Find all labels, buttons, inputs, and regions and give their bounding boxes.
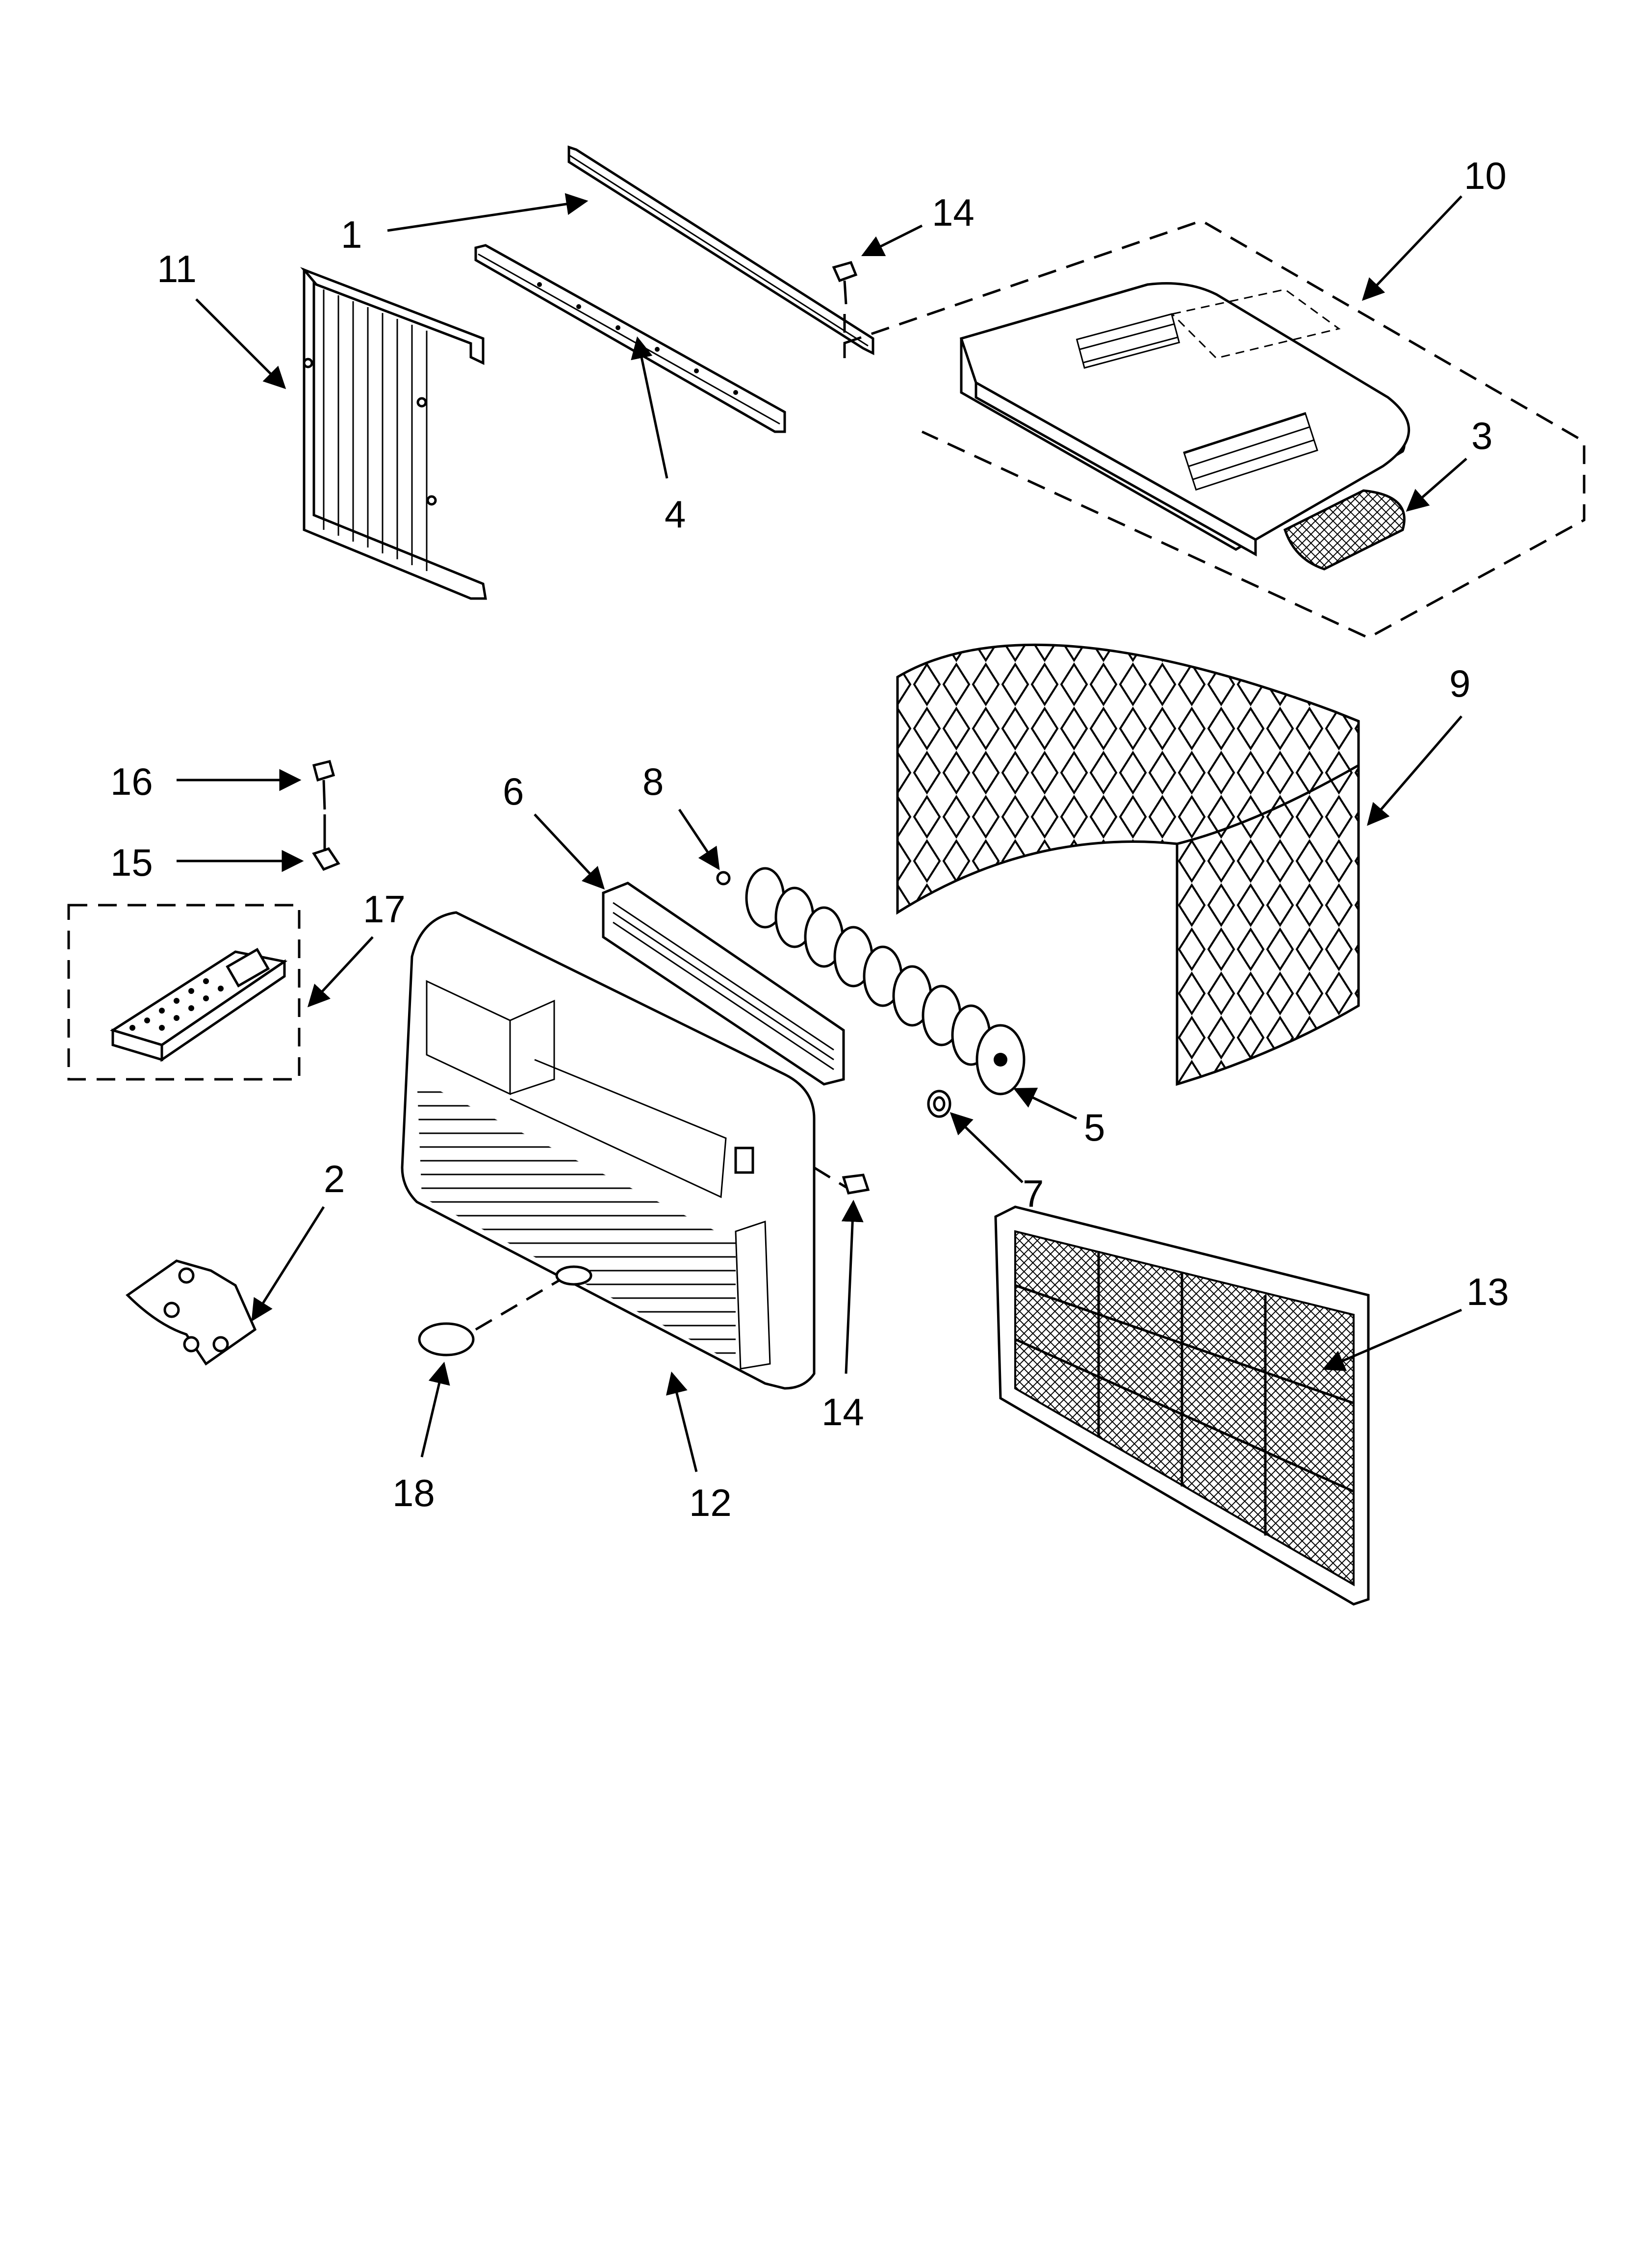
part-8-bushing [716, 871, 731, 886]
part-15-clip [312, 814, 340, 871]
part-6-louvre [602, 882, 845, 1086]
callout-2: 2 [324, 1157, 345, 1200]
part-14-screw-front [813, 1166, 870, 1195]
part-16-screw [312, 759, 335, 810]
callout-9: 9 [1449, 662, 1470, 705]
callout-6: 6 [503, 770, 524, 813]
part-9-mesh-screen [896, 643, 1360, 1086]
part-2-bracket [126, 1259, 257, 1366]
callout-14-top: 14 [932, 191, 975, 234]
part-12-front-grille [401, 911, 816, 1390]
callout-17: 17 [363, 887, 406, 931]
leader-arrows [177, 193, 1467, 1472]
part-5-blower-wheel [745, 867, 1026, 1095]
callout-11: 11 [157, 247, 197, 290]
part-17-remote-control [67, 904, 301, 1081]
part-1-top-rail [567, 145, 874, 356]
callout-14-front: 14 [821, 1390, 864, 1434]
callout-16: 16 [110, 760, 153, 803]
part-7-bearing [927, 1090, 951, 1118]
callout-12: 12 [689, 1481, 732, 1524]
callout-3: 3 [1471, 414, 1492, 457]
callout-13: 13 [1466, 1270, 1509, 1313]
callout-15: 15 [110, 841, 153, 884]
callout-4: 4 [665, 493, 686, 536]
part-13-air-filter [994, 1205, 1370, 1606]
part-18-badge [418, 1279, 560, 1356]
callout-18: 18 [392, 1471, 435, 1514]
callout-labels: 1 2 3 4 5 6 7 8 9 10 11 12 13 14 14 15 1… [110, 154, 1509, 1524]
part-10-cover-assembly [843, 219, 1586, 639]
callout-7: 7 [1023, 1172, 1044, 1215]
part-14-screw-top [832, 261, 858, 358]
callout-8: 8 [642, 760, 664, 803]
part-3-filter-piece [1283, 489, 1406, 571]
callout-10: 10 [1464, 154, 1507, 197]
part-11-side-curtain [300, 267, 487, 600]
callout-1: 1 [341, 213, 362, 256]
callout-5: 5 [1084, 1106, 1105, 1149]
part-4-bottom-rail [474, 244, 786, 433]
